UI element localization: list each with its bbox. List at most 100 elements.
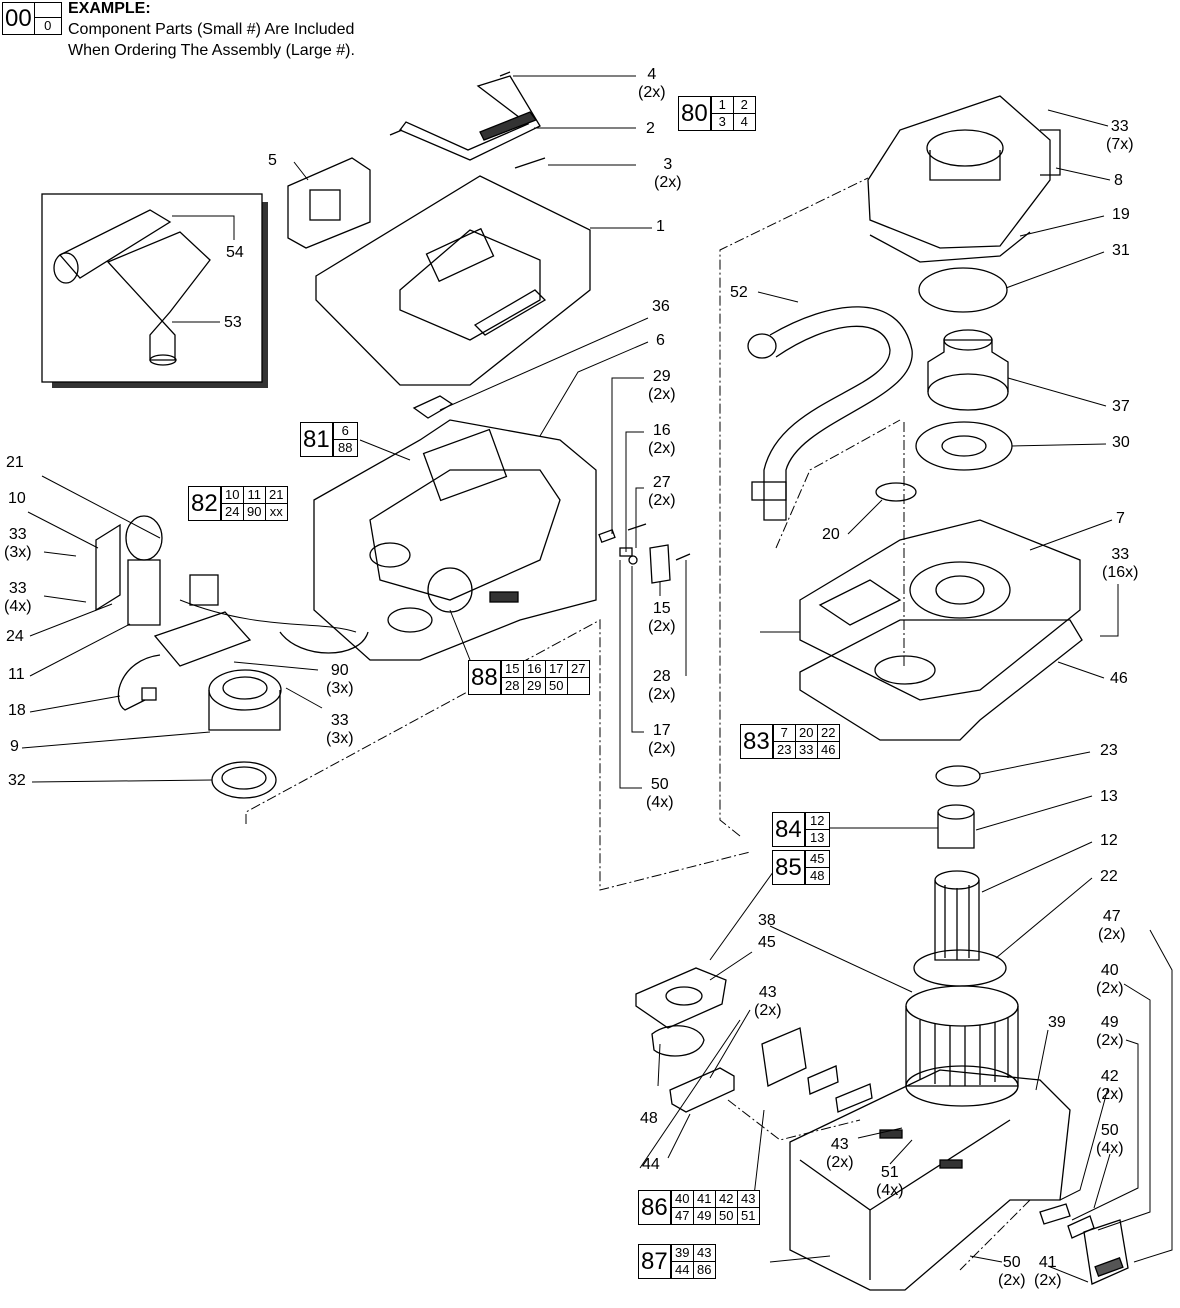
assembly-number: 81 — [301, 423, 333, 456]
leader-18 — [29, 695, 121, 713]
latch-drawing — [761, 1027, 807, 1087]
leader-17 — [631, 566, 644, 733]
assembly-part-number: 29 — [522, 678, 545, 694]
drain-cap-drawing — [1083, 1219, 1129, 1285]
leader-9 — [21, 731, 211, 749]
leader-12 — [981, 841, 1093, 893]
part-number: 30 — [1112, 434, 1130, 451]
part-quantity: (2x) — [648, 686, 676, 703]
callout-43-a: 43(2x) — [754, 984, 782, 1020]
assembly-number: 84 — [773, 813, 805, 846]
part-number: 51 — [880, 1164, 899, 1181]
callout-24: 24 — [6, 628, 24, 646]
leader-43a — [709, 1009, 751, 1079]
leader-41 — [1047, 1265, 1089, 1283]
callout-53: 53 — [224, 314, 242, 332]
alignment-line-hose — [775, 419, 901, 549]
filter-door-drawing — [635, 967, 727, 1029]
callout-31: 31 — [1112, 242, 1130, 260]
part-number: 29 — [652, 368, 671, 385]
part-number: 43 — [830, 1136, 849, 1153]
part-number: 17 — [652, 722, 671, 739]
callout-52: 52 — [730, 284, 748, 302]
assembly-part-number: 23 — [772, 742, 795, 758]
leader-45 — [709, 951, 753, 981]
callout-37: 37 — [1112, 398, 1130, 416]
filter-cage-drawing — [934, 870, 980, 961]
filter-cap-drawing — [937, 804, 975, 849]
assembly-part-number: 15 — [500, 661, 523, 678]
assembly-part-number: 47 — [670, 1208, 693, 1224]
leader-39 — [1035, 1029, 1049, 1091]
assembly-number: 85 — [773, 851, 805, 884]
callout-9: 9 — [10, 738, 19, 756]
part-quantity: (16x) — [1102, 564, 1139, 581]
callout-46: 46 — [1110, 670, 1128, 688]
assembly-part-number: 41 — [692, 1191, 715, 1208]
detail-circle — [427, 567, 473, 613]
part-number: 43 — [758, 984, 777, 1001]
leader-85 — [709, 867, 777, 961]
callout-8: 8 — [1114, 172, 1123, 190]
callout-28: 28(2x) — [648, 668, 676, 704]
part-number: 44 — [642, 1156, 660, 1173]
assembly-part-number: 10 — [220, 487, 243, 504]
part-number: 42 — [1100, 1068, 1119, 1085]
callout-50-a: 50(4x) — [646, 776, 674, 812]
leader-6 — [539, 341, 649, 437]
part-number: 5 — [268, 152, 277, 169]
assembly-number: 87 — [639, 1245, 671, 1278]
part-quantity: (3x) — [326, 730, 354, 747]
callout-39: 39 — [1048, 1014, 1066, 1032]
leader-13 — [975, 795, 1093, 831]
leader-8 — [1055, 167, 1111, 181]
part-number: 45 — [758, 934, 776, 951]
part-number: 21 — [6, 454, 24, 471]
leader-20 — [847, 499, 883, 535]
callout-42: 42(2x) — [1096, 1068, 1124, 1104]
part-quantity: (2x) — [998, 1272, 1026, 1289]
callout-32: 32 — [8, 772, 26, 790]
crevice-tool-drawing — [53, 209, 172, 284]
callout-47: 47(2x) — [1098, 908, 1126, 944]
leader-90 — [233, 661, 319, 671]
assembly-part-number: 28 — [500, 678, 523, 694]
leader-7 — [1029, 519, 1113, 551]
callout-33-d: 33(7x) — [1106, 118, 1134, 154]
part-number: 27 — [652, 474, 671, 491]
part-number: 8 — [1114, 172, 1123, 189]
callout-49: 49(2x) — [1096, 1014, 1124, 1050]
utility-nozzle-drawing — [106, 231, 211, 366]
part-quantity: (3x) — [326, 680, 354, 697]
motor-cover-drawing — [867, 95, 1061, 249]
part-quantity: (2x) — [648, 618, 676, 635]
callout-50-c: 50(2x) — [998, 1254, 1026, 1290]
part-quantity: (2x) — [654, 174, 682, 191]
assembly-part-number: 4 — [732, 114, 755, 130]
gasket-drawing — [211, 761, 277, 799]
callout-33-b: 33(4x) — [4, 580, 32, 616]
part-number: 10 — [8, 490, 26, 507]
assembly-part-number: 45 — [804, 851, 829, 868]
callout-51: 51(4x) — [876, 1164, 904, 1200]
leader-16 — [625, 431, 644, 552]
assembly-number: 86 — [639, 1191, 671, 1224]
part-number: 53 — [224, 314, 242, 331]
callout-2: 2 — [646, 120, 655, 138]
assembly-part-number: 50 — [544, 678, 567, 694]
callout-36: 36 — [652, 298, 670, 316]
leader-82-curve — [179, 599, 357, 633]
callout-1: 1 — [656, 218, 665, 236]
alignment-line-right — [719, 177, 869, 837]
assembly-part-number: 90 — [242, 504, 265, 520]
callout-90: 90(3x) — [326, 662, 354, 698]
assembly-part-number: 3 — [710, 114, 733, 130]
part-quantity: (2x) — [1096, 980, 1124, 997]
part-quantity: (2x) — [648, 740, 676, 757]
part-quantity: (7x) — [1106, 136, 1134, 153]
leader-40 — [1097, 983, 1151, 1231]
part-number: 4 — [647, 66, 657, 83]
callout-18: 18 — [8, 702, 26, 720]
assembly-number: 80 — [679, 97, 711, 130]
